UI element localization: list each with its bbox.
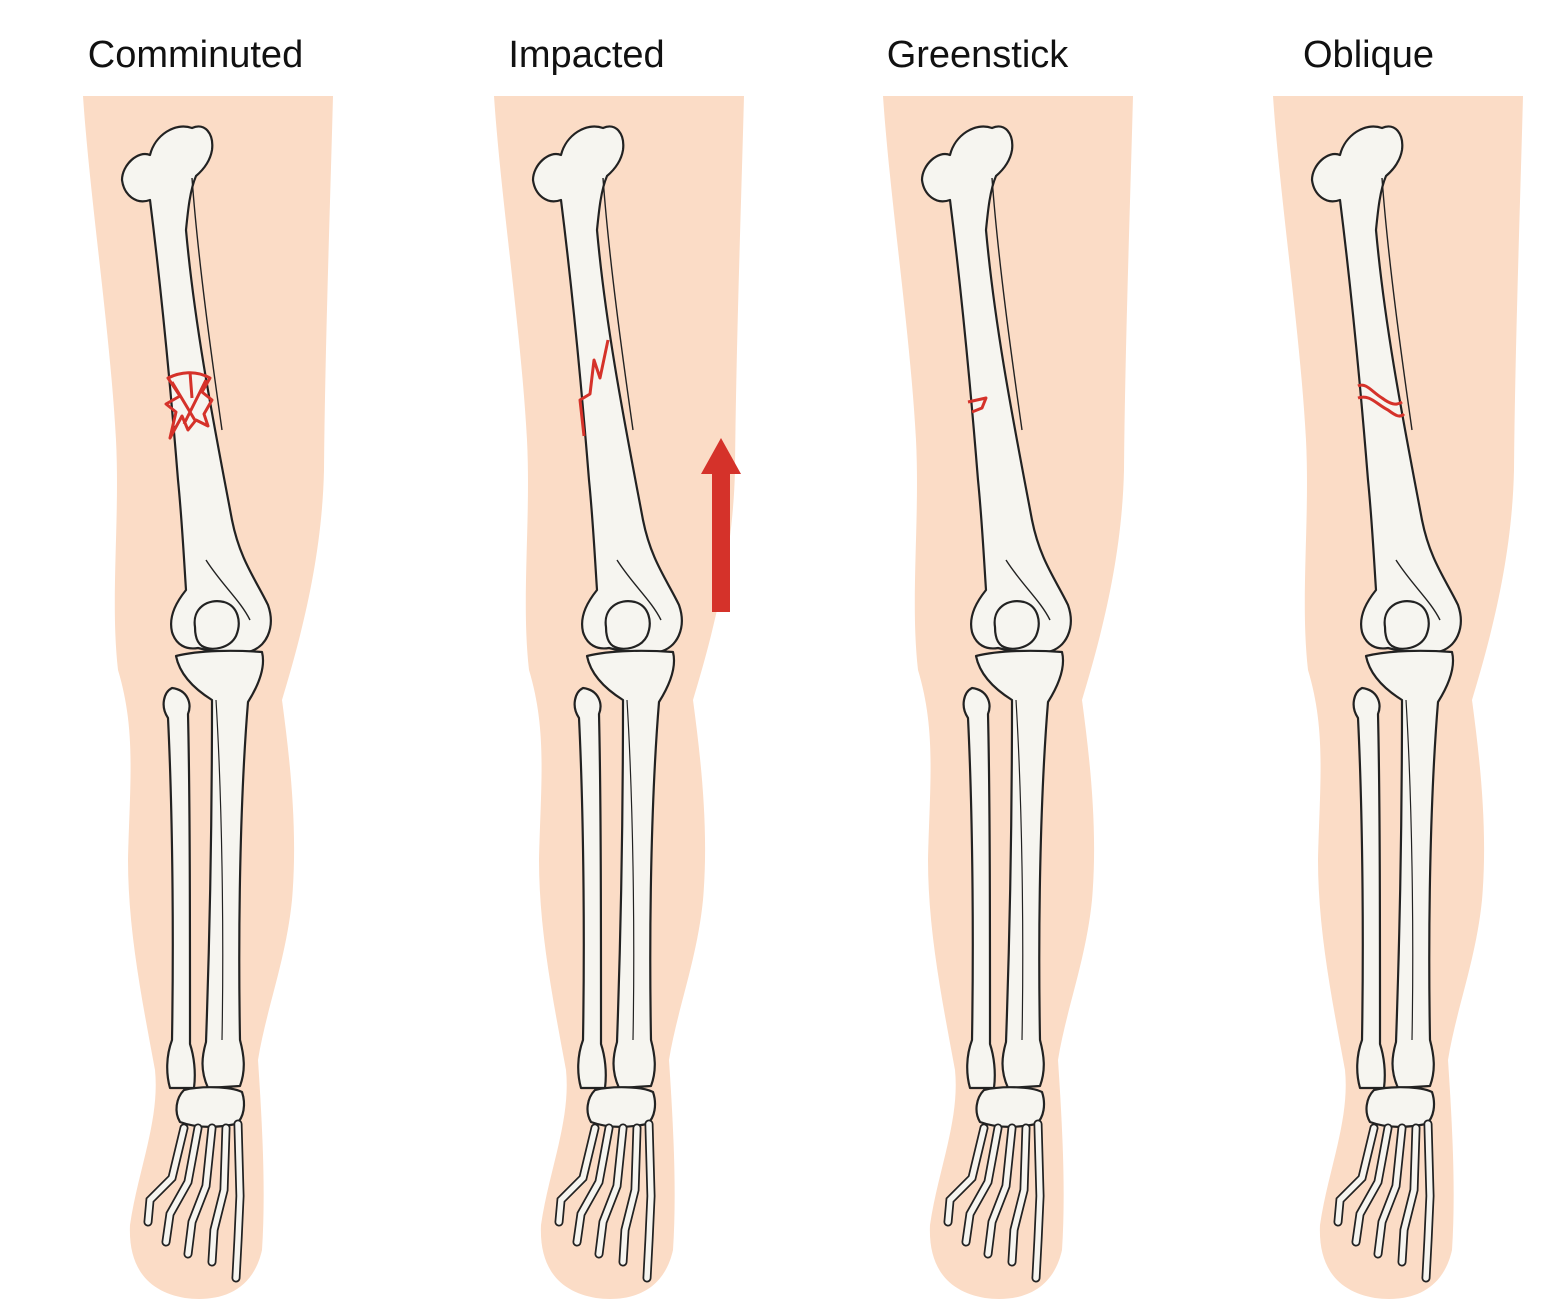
toe-bone-fill (620, 1125, 640, 1265)
leg-illustration-impacted (494, 96, 744, 1299)
toe-bone-fill (963, 1125, 1001, 1245)
femur-shading (191, 177, 251, 621)
toe-bone-fill (596, 1125, 626, 1257)
tibia-shading (626, 699, 635, 1041)
leg-group (83, 96, 333, 1299)
panel-label-greenstick: Greenstick (886, 34, 1069, 76)
fracture-line-impacted (578, 339, 610, 437)
toe-bone-fill (574, 1125, 612, 1245)
toe-bone-fill (1335, 1125, 1377, 1225)
femur-shading (602, 177, 662, 621)
patella-bone (993, 600, 1040, 650)
panel-label-impacted: Impacted (508, 34, 665, 76)
fracture-line-greenstick (967, 396, 988, 414)
panel-impacted: Impacted (391, 0, 782, 1312)
patella-bone (1383, 600, 1430, 650)
panel-label-comminuted: Comminuted (87, 34, 304, 76)
leg-illustration-greenstick (883, 96, 1133, 1299)
tibia-bone (1364, 649, 1455, 1090)
toe-bone-fill (209, 1125, 229, 1265)
panel-comminuted: Comminuted (0, 0, 391, 1312)
toe-bone-fill (945, 1125, 987, 1225)
toe-bone-fill (163, 1125, 201, 1245)
tarsal-bones (1365, 1086, 1436, 1128)
leg-group (494, 96, 744, 1299)
patella-bone (193, 600, 240, 650)
patella-bone (604, 600, 651, 650)
tarsal-bones (586, 1086, 657, 1128)
toe-bone-fill (1353, 1125, 1391, 1245)
tibia-bone (174, 649, 265, 1090)
leg-illustration-comminuted (83, 96, 333, 1299)
toe-bone-fill (145, 1125, 187, 1225)
toe-bone-fill (556, 1125, 598, 1225)
toe-bone-fill (1033, 1121, 1043, 1281)
fracture-line-comminuted (170, 371, 208, 425)
leg-group (883, 96, 1133, 1299)
panel-greenstick: Greenstick (782, 0, 1173, 1312)
toe-bone-fill (233, 1121, 243, 1281)
toe-bone-fill (1375, 1125, 1405, 1257)
tibia-shading (1015, 699, 1024, 1041)
panel-oblique: Oblique (1173, 0, 1564, 1312)
fracture-line-oblique (1357, 395, 1406, 418)
fracture-line-oblique (1357, 383, 1403, 406)
femur-shading (1381, 177, 1441, 621)
leg-illustration-oblique (1273, 96, 1523, 1299)
toe-bone-fill (185, 1125, 215, 1257)
fracture-line-comminuted (164, 371, 214, 440)
tibia-bone (974, 649, 1065, 1090)
femur-shading (991, 177, 1051, 621)
leg-group (1273, 96, 1523, 1299)
tarsal-bones (975, 1086, 1046, 1128)
panel-label-oblique: Oblique (1303, 34, 1434, 76)
toe-bone-fill (1009, 1125, 1029, 1265)
toe-bone-fill (1399, 1125, 1419, 1265)
tibia-shading (215, 699, 224, 1041)
arrow-up-icon (701, 438, 741, 612)
toe-bone-fill (1423, 1121, 1433, 1281)
tarsal-bones (175, 1086, 246, 1128)
tibia-bone (585, 649, 676, 1090)
tibia-shading (1405, 699, 1414, 1041)
toe-bone-fill (985, 1125, 1015, 1257)
toe-bone-fill (644, 1121, 654, 1281)
